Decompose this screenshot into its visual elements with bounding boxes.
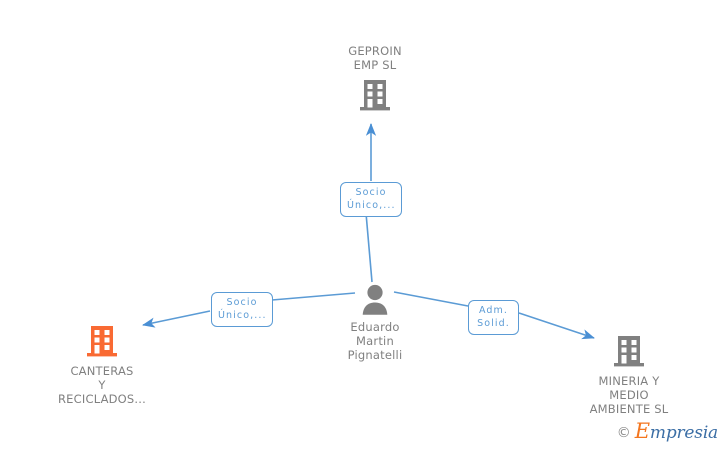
node-geproin-label: GEPROIN EMP SL [348,44,402,72]
edge-person-to-label-geproin [365,212,373,283]
building-icon[interactable] [610,332,648,370]
person-icon[interactable] [357,283,393,317]
node-person-eduardo-martin-pignatelli[interactable]: Eduardo Martin Pignatelli [305,283,445,362]
edge-label-adm-solid-mineria[interactable]: Adm. Solid. [468,300,519,335]
node-canteras-y-reciclados[interactable]: CANTERAS Y RECICLADOS... [32,322,172,406]
watermark-empresia: © Empresia [616,421,718,443]
node-mineria-label: MINERIA Y MEDIO AMBIENTE SL [589,374,669,416]
node-mineria-y-medio-ambiente[interactable]: MINERIA Y MEDIO AMBIENTE SL [559,332,699,416]
edge-label-socio-unico-canteras[interactable]: Socio Único,... [211,292,273,327]
watermark-brand-rest: mpresia [649,423,718,443]
node-person-label: Eduardo Martin Pignatelli [347,320,403,362]
copyright-icon: © [616,424,631,441]
watermark-brand: Empresia [635,421,718,443]
building-icon[interactable] [83,322,121,360]
edge-label-socio-unico-geproin[interactable]: Socio Único,... [340,182,402,217]
watermark-brand-initial: E [634,419,650,443]
node-canteras-label: CANTERAS Y RECICLADOS... [57,364,147,406]
building-icon[interactable] [356,76,394,114]
node-geproin[interactable]: GEPROIN EMP SL [305,44,445,114]
